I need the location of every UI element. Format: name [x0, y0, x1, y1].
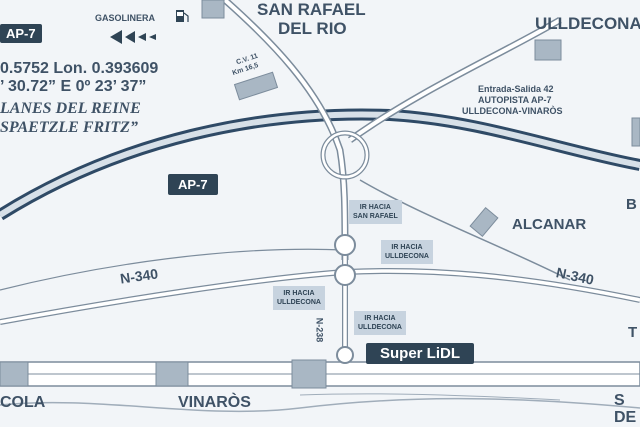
de-edge-label: DE: [614, 409, 637, 426]
business-name-line2: SPAETZLE FRITZ”: [0, 119, 138, 136]
block-top-left: [201, 0, 225, 19]
t-edge-label: T: [628, 324, 638, 341]
alcanar-label: ALCANAR: [512, 216, 587, 233]
roundabout-1: [334, 234, 356, 256]
sign-san-rafael-line2: SAN RAFAEL: [353, 213, 398, 220]
roundabout-2: [334, 264, 356, 286]
ap7-badge-mid: AP-7: [168, 174, 218, 195]
sign-ulldecona-1-line2: ULLDECONA: [385, 253, 429, 260]
block-cv11: [233, 71, 279, 101]
bottom-road-2: [299, 393, 561, 401]
block-alcanar: [469, 206, 499, 238]
cola-label: COLA: [0, 394, 46, 411]
sign-ulldecona-2-line1: IR HACIA: [283, 290, 315, 297]
cv11-road: [223, 0, 347, 261]
ap7-badge-top: AP-7: [0, 24, 42, 43]
ulldecona-road: [348, 18, 562, 142]
business-name-line1: LANES DEL REINE: [0, 100, 141, 117]
sign-ulldecona-3-line1: IR HACIA: [364, 315, 396, 322]
san-rafael-label: SAN RAFAEL: [257, 0, 366, 19]
direction-arrows-icon: [110, 30, 156, 44]
s-edge-label: S: [614, 392, 625, 409]
vinaros-label: VINARÒS: [178, 394, 251, 411]
b-edge-label: B: [626, 196, 637, 213]
sign-san-rafael-line1: IR HACIA: [359, 204, 391, 211]
rail-block-2: [155, 361, 189, 387]
rail-block-1: [0, 361, 29, 387]
coordinates-decimal: 0.5752 Lon. 0.393609: [0, 60, 159, 77]
block-ulldecona: [534, 39, 562, 61]
n238-label: N-238: [314, 317, 325, 343]
rail-block-3: [291, 359, 327, 389]
ulldecona-label: ULLDECONA: [535, 14, 640, 33]
coordinates-dms: ’ 30.72” E 0º 23’ 37”: [0, 78, 147, 95]
super-lidl-badge: Super LiDL: [366, 343, 475, 364]
sign-san-rafael: IR HACIA SAN RAFAEL: [349, 200, 402, 224]
exit-label-line3: ULLDECONA-VINARÒS: [462, 106, 563, 116]
bottom-road: [0, 397, 640, 413]
sign-ulldecona-3: IR HACIA ULLDECONA: [354, 311, 406, 335]
side-road: [0, 248, 346, 291]
sign-ulldecona-1-line1: IR HACIA: [391, 244, 423, 251]
alcanar-road: [359, 179, 571, 281]
fuel-pump-icon: [176, 10, 189, 22]
sign-ulldecona-3-line2: ULLDECONA: [358, 324, 402, 331]
sign-ulldecona-1: IR HACIA ULLDECONA: [381, 240, 433, 264]
gasolinera-label: GASOLINERA: [95, 13, 156, 23]
exit-label-line1: Entrada-Salida 42: [478, 84, 554, 94]
sign-ulldecona-2-line2: ULLDECONA: [277, 299, 321, 306]
exit-label-line2: AUTOPISTA AP-7: [478, 95, 552, 105]
sign-ulldecona-2: IR HACIA ULLDECONA: [273, 286, 325, 310]
lidl-location-marker: [336, 346, 354, 364]
del-rio-label: DEL RIO: [278, 19, 347, 38]
roundabout-ap7-inner: [321, 131, 369, 179]
ap7-motorway: [0, 111, 640, 218]
block-right-edge: [631, 117, 640, 147]
